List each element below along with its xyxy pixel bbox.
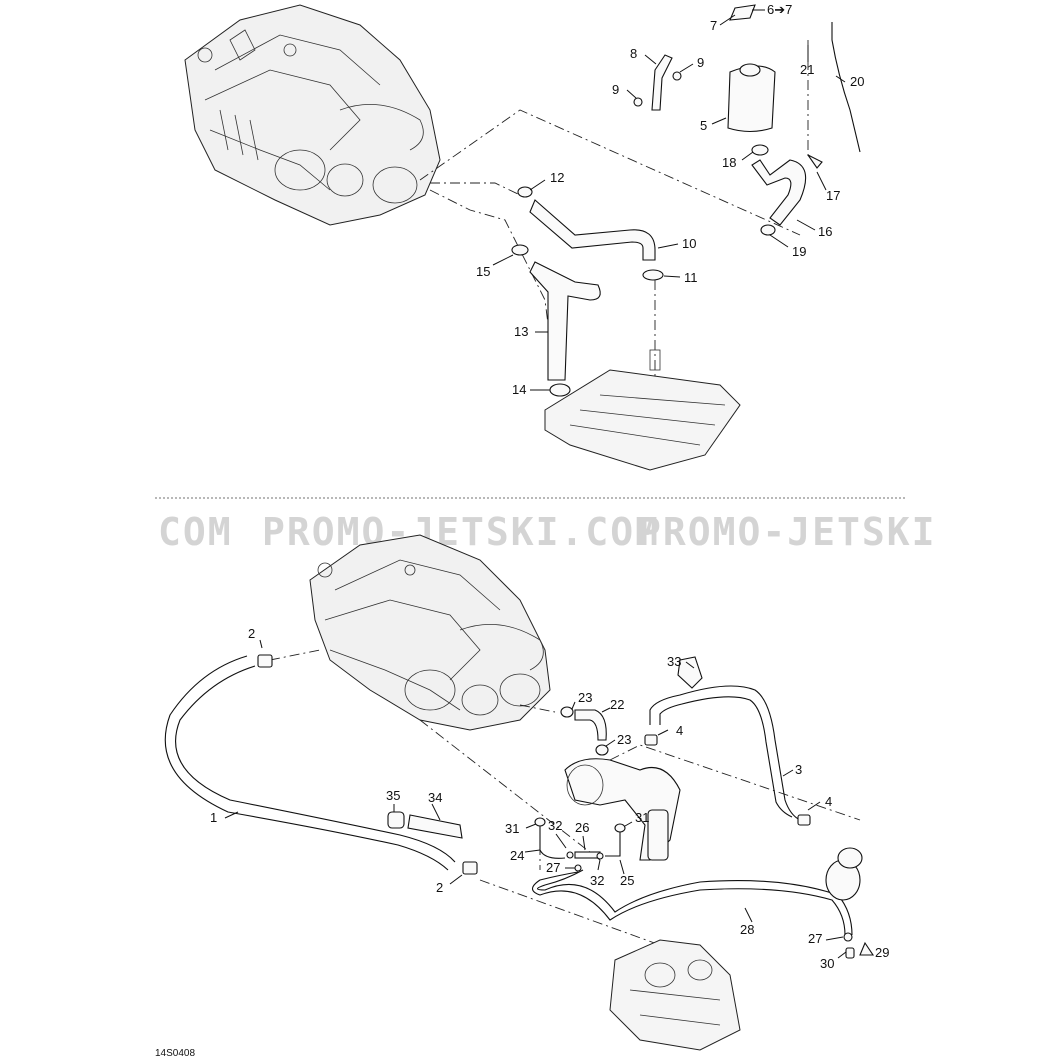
callout-16: 16 bbox=[818, 224, 832, 239]
fitting-32a bbox=[566, 851, 574, 859]
callout-18: 18 bbox=[722, 155, 736, 170]
callout-20: 20 bbox=[850, 74, 864, 89]
callout-7: 7 bbox=[710, 18, 717, 33]
callout-3: 3 bbox=[795, 762, 802, 777]
watermark-segment-1: COM bbox=[158, 510, 233, 554]
clamp-23b bbox=[595, 744, 609, 756]
clamp-18 bbox=[751, 144, 769, 156]
callout-17: 17 bbox=[826, 188, 840, 203]
clamp-2a bbox=[257, 654, 273, 668]
clamp-2b bbox=[462, 861, 478, 875]
watermark: COM PROMO-JETSKI.COM PROMO-JETSKI bbox=[158, 510, 937, 554]
hose-34 bbox=[407, 814, 463, 839]
clamp-23a bbox=[560, 706, 574, 718]
callout-26: 26 bbox=[575, 820, 589, 835]
ride-plate bbox=[544, 349, 741, 471]
callout-25: 25 bbox=[620, 873, 634, 888]
watermark-segment-2: PROMO-JETSKI.COM bbox=[262, 510, 660, 554]
callout-28: 28 bbox=[740, 922, 754, 937]
clamp-9b bbox=[633, 97, 643, 107]
clamp-11 bbox=[642, 269, 664, 281]
callout-9a: 9 bbox=[697, 55, 704, 70]
callout-2b: 2 bbox=[436, 880, 443, 895]
clamp-31a bbox=[534, 817, 546, 827]
callout-32b: 32 bbox=[590, 873, 604, 888]
callout-4a: 4 bbox=[676, 723, 683, 738]
callout-22: 22 bbox=[610, 697, 624, 712]
hose-13 bbox=[529, 261, 601, 381]
dipstick-20 bbox=[831, 22, 861, 153]
callout-31b: 31 bbox=[635, 810, 649, 825]
callout-21: 21 bbox=[800, 62, 814, 77]
callout-27b: 27 bbox=[808, 931, 822, 946]
clamp-19 bbox=[760, 224, 776, 236]
engine-top bbox=[184, 4, 441, 226]
callout-34: 34 bbox=[428, 790, 442, 805]
clamp-9a bbox=[672, 71, 682, 81]
callout-30: 30 bbox=[820, 956, 834, 971]
fitting-32b bbox=[596, 852, 604, 860]
clamp-15 bbox=[511, 244, 529, 256]
exhaust-assembly bbox=[564, 758, 681, 861]
callout-4b: 4 bbox=[825, 794, 832, 809]
hose-1 bbox=[164, 655, 456, 871]
callout-9b: 9 bbox=[612, 82, 619, 97]
strainer-housing bbox=[825, 847, 863, 901]
hose-8 bbox=[651, 54, 673, 111]
callout-23a: 23 bbox=[578, 690, 592, 705]
gasket-33 bbox=[677, 656, 703, 689]
callout-35: 35 bbox=[386, 788, 400, 803]
callout-2a: 2 bbox=[248, 626, 255, 641]
hose-3 bbox=[649, 685, 801, 821]
clip-17 bbox=[807, 154, 823, 169]
gasket-7 bbox=[729, 4, 756, 21]
callout-10: 10 bbox=[682, 236, 696, 251]
callout-11: 11 bbox=[684, 270, 698, 285]
callout-27a: 27 bbox=[546, 860, 560, 875]
hose-16 bbox=[751, 159, 807, 226]
callout-14: 14 bbox=[512, 382, 526, 397]
clamp-31b bbox=[614, 823, 626, 833]
callout-32a: 32 bbox=[548, 818, 562, 833]
callout-6-7: 6➔7 bbox=[767, 2, 792, 17]
callout-19: 19 bbox=[792, 244, 806, 259]
clamp-14 bbox=[549, 383, 571, 397]
drawing-reference: 14S0408 bbox=[155, 1048, 195, 1059]
callout-33: 33 bbox=[667, 654, 681, 669]
callout-13: 13 bbox=[514, 324, 528, 339]
fitting-30 bbox=[845, 947, 855, 959]
clamp-4b bbox=[797, 814, 811, 826]
callout-31a: 31 bbox=[505, 821, 519, 836]
clamp-4a bbox=[644, 734, 658, 746]
callout-24: 24 bbox=[510, 848, 524, 863]
fitting-27a bbox=[574, 864, 582, 872]
hose-24 bbox=[539, 825, 566, 859]
clamp-12 bbox=[517, 186, 533, 198]
pump-unit bbox=[609, 939, 741, 1051]
callout-5: 5 bbox=[700, 118, 707, 133]
callout-1: 1 bbox=[210, 810, 217, 825]
callout-29: 29 bbox=[875, 945, 889, 960]
watermark-segment-3: PROMO-JETSKI bbox=[638, 510, 937, 554]
sleeve-35 bbox=[387, 811, 405, 829]
fitting-27b bbox=[843, 932, 853, 942]
hose-28 bbox=[531, 869, 853, 936]
callout-12: 12 bbox=[550, 170, 564, 185]
hose-10 bbox=[529, 199, 656, 261]
callout-8: 8 bbox=[630, 46, 637, 61]
part-29 bbox=[859, 941, 875, 956]
hose-22 bbox=[574, 709, 607, 741]
engine-bottom bbox=[309, 534, 551, 731]
reservoir-5 bbox=[727, 63, 776, 133]
hose-25 bbox=[605, 832, 621, 857]
fitting-26 bbox=[574, 851, 601, 859]
callout-23b: 23 bbox=[617, 732, 631, 747]
callout-15: 15 bbox=[476, 264, 490, 279]
